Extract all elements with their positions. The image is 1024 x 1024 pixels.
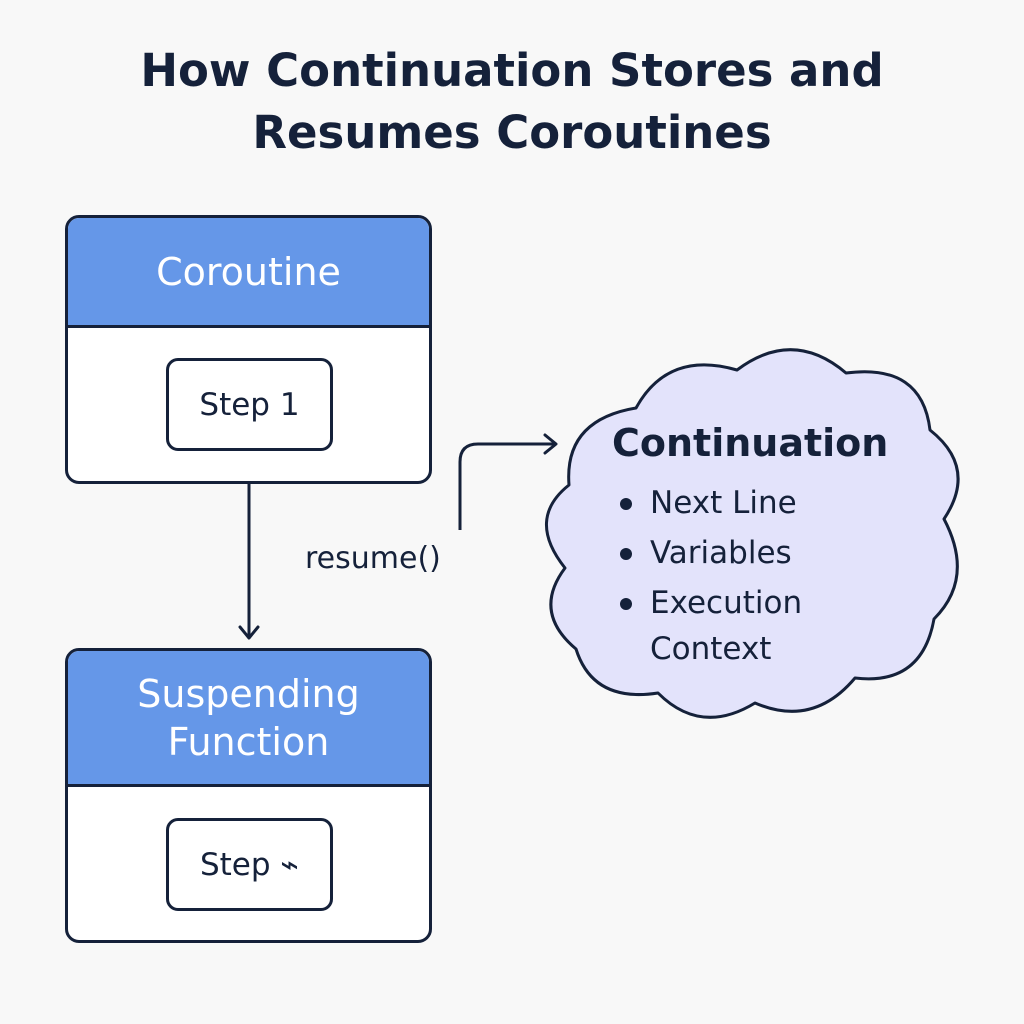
continuation-item-variables: Variables [650, 535, 792, 571]
arrow-down-icon [238, 484, 260, 640]
arrow-right-icon [458, 433, 558, 530]
continuation-item-execution-context: Execution Context [650, 585, 803, 667]
continuation-title: Continuation [612, 421, 889, 465]
resume-label: resume() [305, 541, 441, 576]
continuation-list: Next Line Variables Execution Context [612, 480, 932, 672]
list-item: Next Line [612, 480, 932, 526]
step-2-box: Step ⌁ [166, 818, 333, 911]
coroutine-header: Coroutine [68, 218, 429, 328]
suspending-function-header-line-2: Function [167, 719, 330, 764]
suspending-function-header: Suspending Function [68, 651, 429, 787]
continuation-cloud [544, 348, 960, 719]
coroutine-box: Coroutine Step 1 [65, 215, 432, 484]
title-line-2: Resumes Coroutines [252, 106, 772, 159]
diagram-title: How Continuation Stores and Resumes Coro… [0, 40, 1024, 164]
suspending-function-header-line-1: Suspending [137, 671, 360, 716]
step-2-label: Step ⌁ [199, 846, 300, 883]
continuation-item-next-line: Next Line [650, 485, 797, 521]
list-item: Variables [612, 530, 932, 576]
step-1-box: Step 1 [166, 358, 333, 451]
step-1-label: Step 1 [199, 386, 300, 423]
title-line-1: How Continuation Stores and [140, 44, 884, 97]
suspending-function-box: Suspending Function Step ⌁ [65, 648, 432, 943]
continuation-content: Continuation Next Line Variables Executi… [612, 418, 932, 676]
coroutine-header-label: Coroutine [156, 249, 341, 294]
list-item: Execution Context [612, 580, 932, 672]
